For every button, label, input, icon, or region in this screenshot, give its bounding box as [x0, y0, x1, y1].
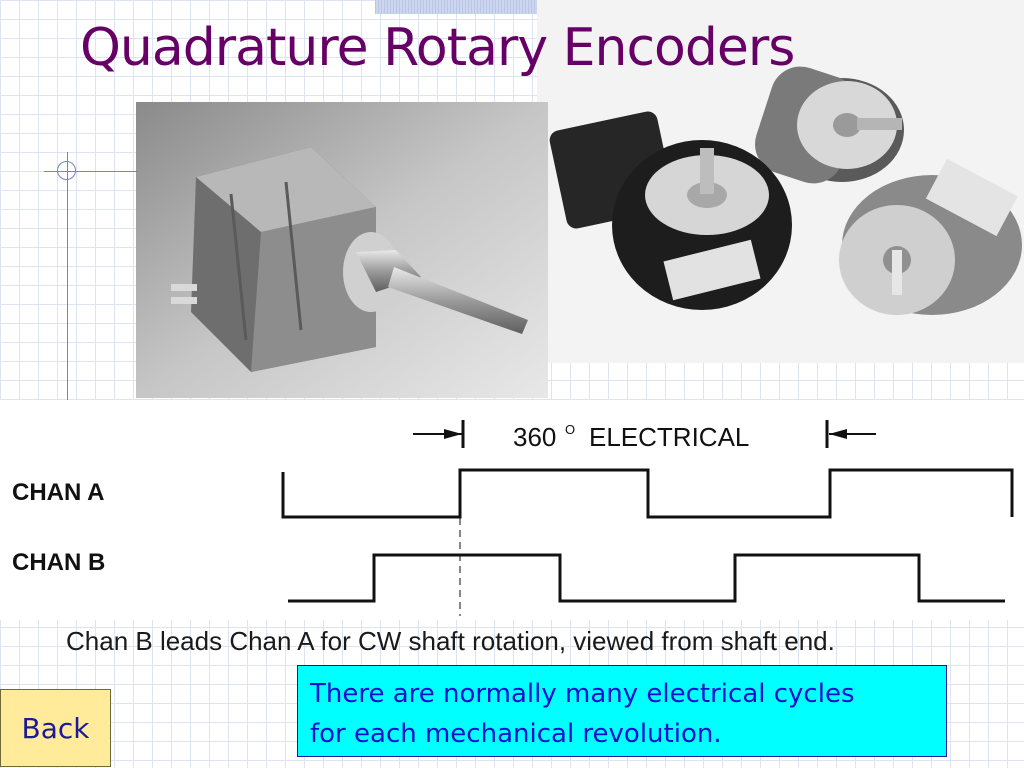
- diagram-caption: Chan B leads Chan A for CW shaft rotatio…: [66, 626, 835, 656]
- decor-circle: [57, 161, 76, 180]
- chan-a-waveform: [281, 468, 1014, 519]
- chan-a-label: CHAN A: [12, 479, 104, 506]
- period-label-degree: O: [565, 422, 575, 437]
- slide-title: Quadrature Rotary Encoders: [80, 18, 795, 78]
- timing-diagram: 360 O ELECTRICAL CHAN A CHAN B: [0, 400, 1024, 620]
- note-line-1: There are normally many electrical cycle…: [310, 679, 855, 709]
- encoder-group-illustration: [537, 0, 1024, 363]
- chan-b-waveform: [288, 553, 1005, 603]
- note-line-2: for each mechanical revolution.: [310, 719, 722, 749]
- note-box: There are normally many electrical cycle…: [297, 665, 947, 757]
- encoder-group-photo: [537, 0, 1024, 363]
- encoder-single-illustration: [136, 102, 548, 398]
- encoder-bottom-right: [839, 158, 1022, 315]
- decor-horizontal-rule: [44, 171, 138, 172]
- period-arrow-left: [444, 429, 462, 439]
- decor-vertical-rule: [67, 152, 68, 400]
- period-label-text: ELECTRICAL: [589, 422, 749, 452]
- timing-diagram-svg: 360 O ELECTRICAL CHAN A CHAN B: [12, 420, 1014, 616]
- encoder-top-right: [755, 66, 904, 184]
- period-label-value: 360: [513, 422, 556, 452]
- encoder-black: [549, 111, 792, 310]
- period-arrow-right: [829, 429, 847, 439]
- encoder-single-photo: [136, 102, 548, 398]
- back-button[interactable]: Back: [0, 689, 111, 767]
- chan-b-label: CHAN B: [12, 549, 105, 576]
